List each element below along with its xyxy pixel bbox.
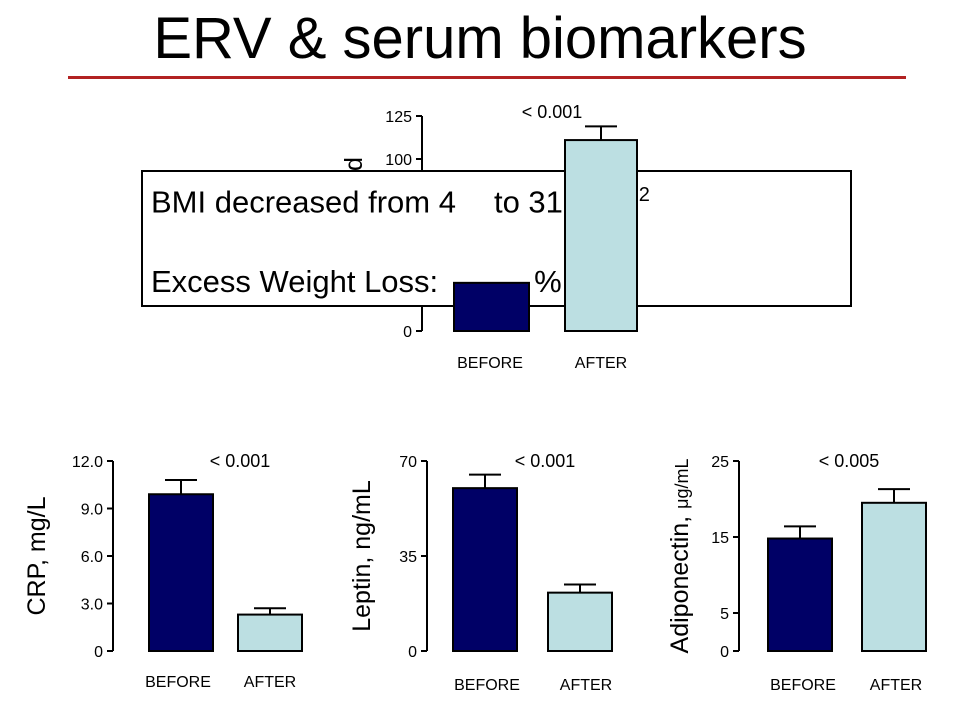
- chart0-bar-after: [564, 139, 638, 332]
- chart3-ytick-label: 15: [711, 530, 729, 547]
- chart1-y-axis-label: CRP, mg/L: [23, 496, 51, 615]
- chart3-ytick-label: 5: [720, 606, 729, 623]
- ewl-summary-text: Excess Weight Loss:: [151, 264, 439, 299]
- chart1-category-label: AFTER: [244, 674, 296, 691]
- chart2-y-axis-label: Leptin, ng/mL: [348, 480, 376, 632]
- chart0-ytick-label: 125: [385, 109, 412, 126]
- chart2-category-label: BEFORE: [454, 677, 520, 694]
- chart2-bar-after: [547, 591, 613, 653]
- ewl-summary-line: Excess Weight Loss:%: [151, 264, 562, 300]
- chart0-category-label: BEFORE: [457, 355, 523, 372]
- chart2-category-label: AFTER: [560, 677, 612, 694]
- bmi-summary-text: BMI decreased from 4: [151, 184, 456, 220]
- chart1-category-label: BEFORE: [145, 674, 211, 691]
- chart3-y-axis-label-text: Adiponectin,: [666, 509, 694, 654]
- chart3-category-label: BEFORE: [770, 677, 836, 694]
- chart3-bar-after: [861, 501, 927, 652]
- chart3-bar-before: [767, 537, 833, 653]
- chart3-y-axis-label: Adiponectin, μg/mL: [666, 459, 694, 654]
- chart2-ytick-label: 35: [399, 549, 417, 566]
- chart0-ytick-label: 0: [403, 324, 412, 341]
- chart0-bar-before: [453, 281, 530, 332]
- chart2-ytick-label: 0: [408, 644, 417, 661]
- chart2-bar-before: [452, 487, 518, 652]
- chart2-pvalue-label: < 0.001: [515, 451, 576, 471]
- page-title: ERV & serum biomarkers: [153, 6, 807, 71]
- chart1-ytick-label: 6.0: [81, 549, 103, 566]
- chart0-pvalue-label: < 0.001: [522, 102, 583, 122]
- chart1-pvalue-label: < 0.001: [210, 451, 271, 471]
- bmi-unit-superscript: 2: [638, 184, 650, 206]
- chart1-bar-after: [237, 613, 303, 652]
- ewl-percent-sign: %: [534, 264, 562, 299]
- chart3-ytick-label: 25: [711, 454, 729, 471]
- chart3-category-label: AFTER: [870, 677, 922, 694]
- chart1-ytick-label: 3.0: [81, 597, 103, 614]
- chart3-y-axis-label-unit: μg/mL: [672, 459, 692, 509]
- chart1-ytick-label: 9.0: [81, 502, 103, 519]
- chart2-ytick-label: 70: [399, 454, 417, 471]
- chart3-ytick-label: 0: [720, 644, 729, 661]
- chart3-pvalue-label: < 0.005: [819, 451, 880, 471]
- title-underline: [68, 76, 906, 79]
- chart0-ytick-label: 100: [385, 152, 412, 169]
- chart1-ytick-label: 0: [94, 644, 103, 661]
- chart1-bar-before: [148, 493, 214, 652]
- chart0-category-label: AFTER: [575, 355, 627, 372]
- chart1-ytick-label: 12.0: [72, 454, 103, 471]
